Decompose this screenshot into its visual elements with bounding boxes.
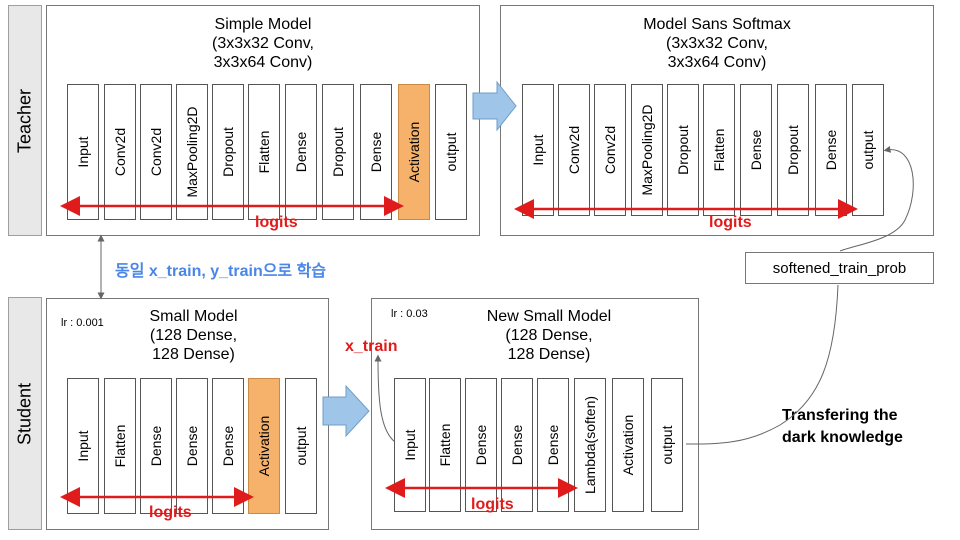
model-sans-softmax-title: Model Sans Softmax (3x3x32 Conv, 3x3x64 … <box>643 16 791 71</box>
transfer-knowledge-label: Transfering the dark knowledge <box>782 407 903 446</box>
model-sans-softmax-layer-output: output <box>852 84 884 216</box>
small-model-lr: lr : 0.001 <box>61 317 104 329</box>
model-sans-softmax-layer-conv2d: Conv2d <box>558 84 590 216</box>
student-transfer-block-arrow <box>322 384 370 438</box>
model-sans-softmax-layer-dense: Dense <box>740 84 772 216</box>
teacher-transfer-block-arrow <box>472 80 517 132</box>
same-train-data-note: 동일 x_train, y_train으로 학습 <box>115 263 327 280</box>
softened-to-new-output-curve <box>685 284 839 445</box>
small-model-layer-output: output <box>285 378 317 514</box>
new-small-model-layer-activation: Activation <box>612 378 644 512</box>
x-train-to-input-curve <box>374 354 396 443</box>
small-model-title: Small Model (128 Dense, 128 Dense) <box>149 308 238 363</box>
teacher-sidebar: Teacher <box>8 5 42 236</box>
new-small-model-logits-label: logits <box>471 496 514 513</box>
new-small-model-title: New Small Model (128 Dense, 128 Dense) <box>486 308 612 363</box>
simple-model-logits-label: logits <box>255 214 298 231</box>
student-sidebar: Student <box>8 297 42 530</box>
simple-model-layer-activation: Activation <box>398 84 430 220</box>
x-train-label: x_train <box>345 338 398 355</box>
small-model-logits-label: logits <box>149 504 192 521</box>
model-sans-softmax-layer-input: Input <box>522 84 554 216</box>
softened-train-prob-box: softened_train_prob <box>745 252 934 284</box>
sans-output-to-softened-curve <box>839 145 914 252</box>
simple-model-layer-output: output <box>435 84 467 220</box>
new-small-model-lr: lr : 0.03 <box>391 308 428 320</box>
new-small-model-layer-lambda-soften: Lambda(soften) <box>574 378 606 512</box>
model-sans-softmax-layer-dropout: Dropout <box>667 84 699 216</box>
model-sans-softmax-layer-flatten: Flatten <box>703 84 735 216</box>
new-small-model-layer-output: output <box>651 378 683 512</box>
model-sans-softmax-layer-dense: Dense <box>815 84 847 216</box>
model-sans-softmax-layer-conv2d: Conv2d <box>594 84 626 216</box>
simple-model-title: Simple Model (3x3x32 Conv, 3x3x64 Conv) <box>212 16 314 71</box>
